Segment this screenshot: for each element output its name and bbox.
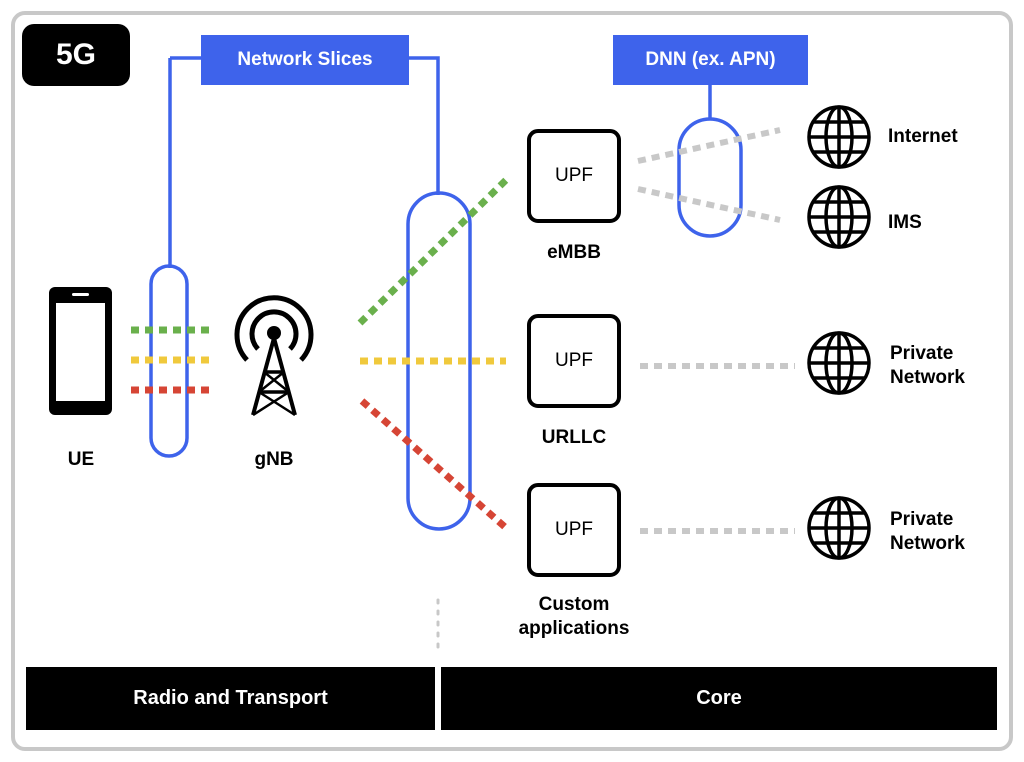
ran-slice-capsule: [149, 264, 189, 458]
upf-box-custom: [527, 483, 621, 577]
globe-icon: [807, 331, 871, 395]
gnb-label: gNB: [254, 449, 294, 470]
gnb-embb-line: [357, 177, 509, 326]
footer-core: Core: [441, 667, 997, 730]
slice-label-custom-line1: Custom: [538, 594, 610, 615]
globe-icon: [807, 185, 871, 249]
upf-box-embb: [527, 129, 621, 223]
slice-label-urllc: URLLC: [541, 427, 607, 448]
dnn-capsule: [677, 117, 743, 238]
network-label-private-1-line2: Network: [890, 367, 965, 388]
upf-label-urllc: UPF: [555, 350, 593, 371]
slices-connector-right: [409, 56, 440, 195]
upf-label-embb: UPF: [555, 165, 593, 186]
upf-label-custom: UPF: [555, 519, 593, 540]
upf-box-urllc: [527, 314, 621, 408]
upf-internet-line: [637, 127, 781, 164]
globe-icon: [807, 105, 871, 169]
slice-label-embb: eMBB: [547, 242, 601, 263]
network-label-private-1-line1: Private: [890, 343, 954, 364]
network-slices-label: Network Slices: [201, 35, 409, 85]
network-label-private-2-line1: Private: [890, 509, 954, 530]
network-label-private-2-line2: Network: [890, 533, 965, 554]
badge-5g: 5G: [22, 24, 130, 86]
network-label-ims: IMS: [888, 212, 922, 233]
slice-label-custom-line2: applications: [518, 618, 630, 639]
footer-radio-transport: Radio and Transport: [26, 667, 435, 730]
globe-icon: [807, 496, 871, 560]
gnb-custom-line: [359, 398, 508, 530]
ue-label: UE: [67, 449, 95, 470]
dnn-label: DNN (ex. APN): [613, 35, 808, 85]
diagram-frame: [11, 11, 1013, 751]
phone-icon: [49, 287, 112, 415]
upf-ims-line: [637, 186, 781, 223]
cell-tower-icon: [234, 295, 314, 417]
network-label-internet: Internet: [888, 126, 958, 147]
